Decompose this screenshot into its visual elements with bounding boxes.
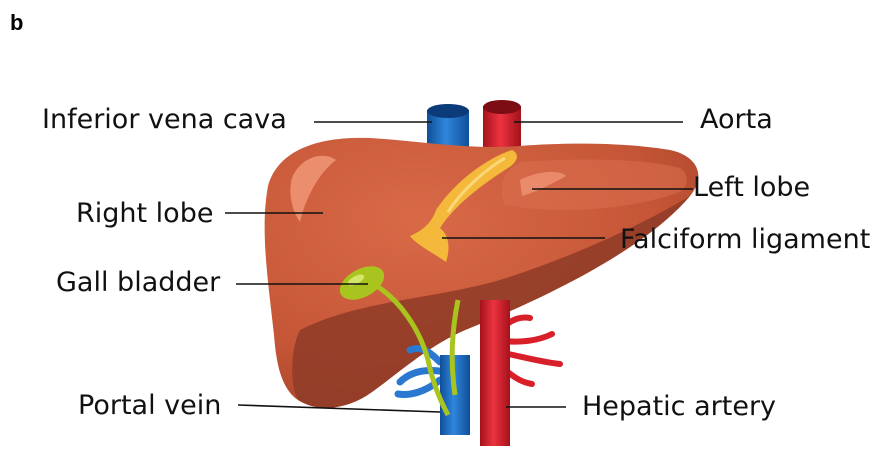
panel-label: b — [10, 10, 23, 36]
label-right-lobe: Right lobe — [76, 198, 213, 229]
label-aorta: Aorta — [700, 104, 773, 135]
label-inferior-vena-cava: Inferior vena cava — [42, 104, 287, 135]
hepatic-artery-trunk — [480, 300, 510, 446]
label-gall-bladder: Gall bladder — [56, 267, 221, 298]
label-hepatic-artery: Hepatic artery — [582, 391, 776, 422]
label-portal-vein: Portal vein — [78, 390, 221, 421]
label-left-lobe: Left lobe — [693, 172, 810, 203]
label-falciform-ligament: Falciform ligament — [620, 224, 870, 255]
